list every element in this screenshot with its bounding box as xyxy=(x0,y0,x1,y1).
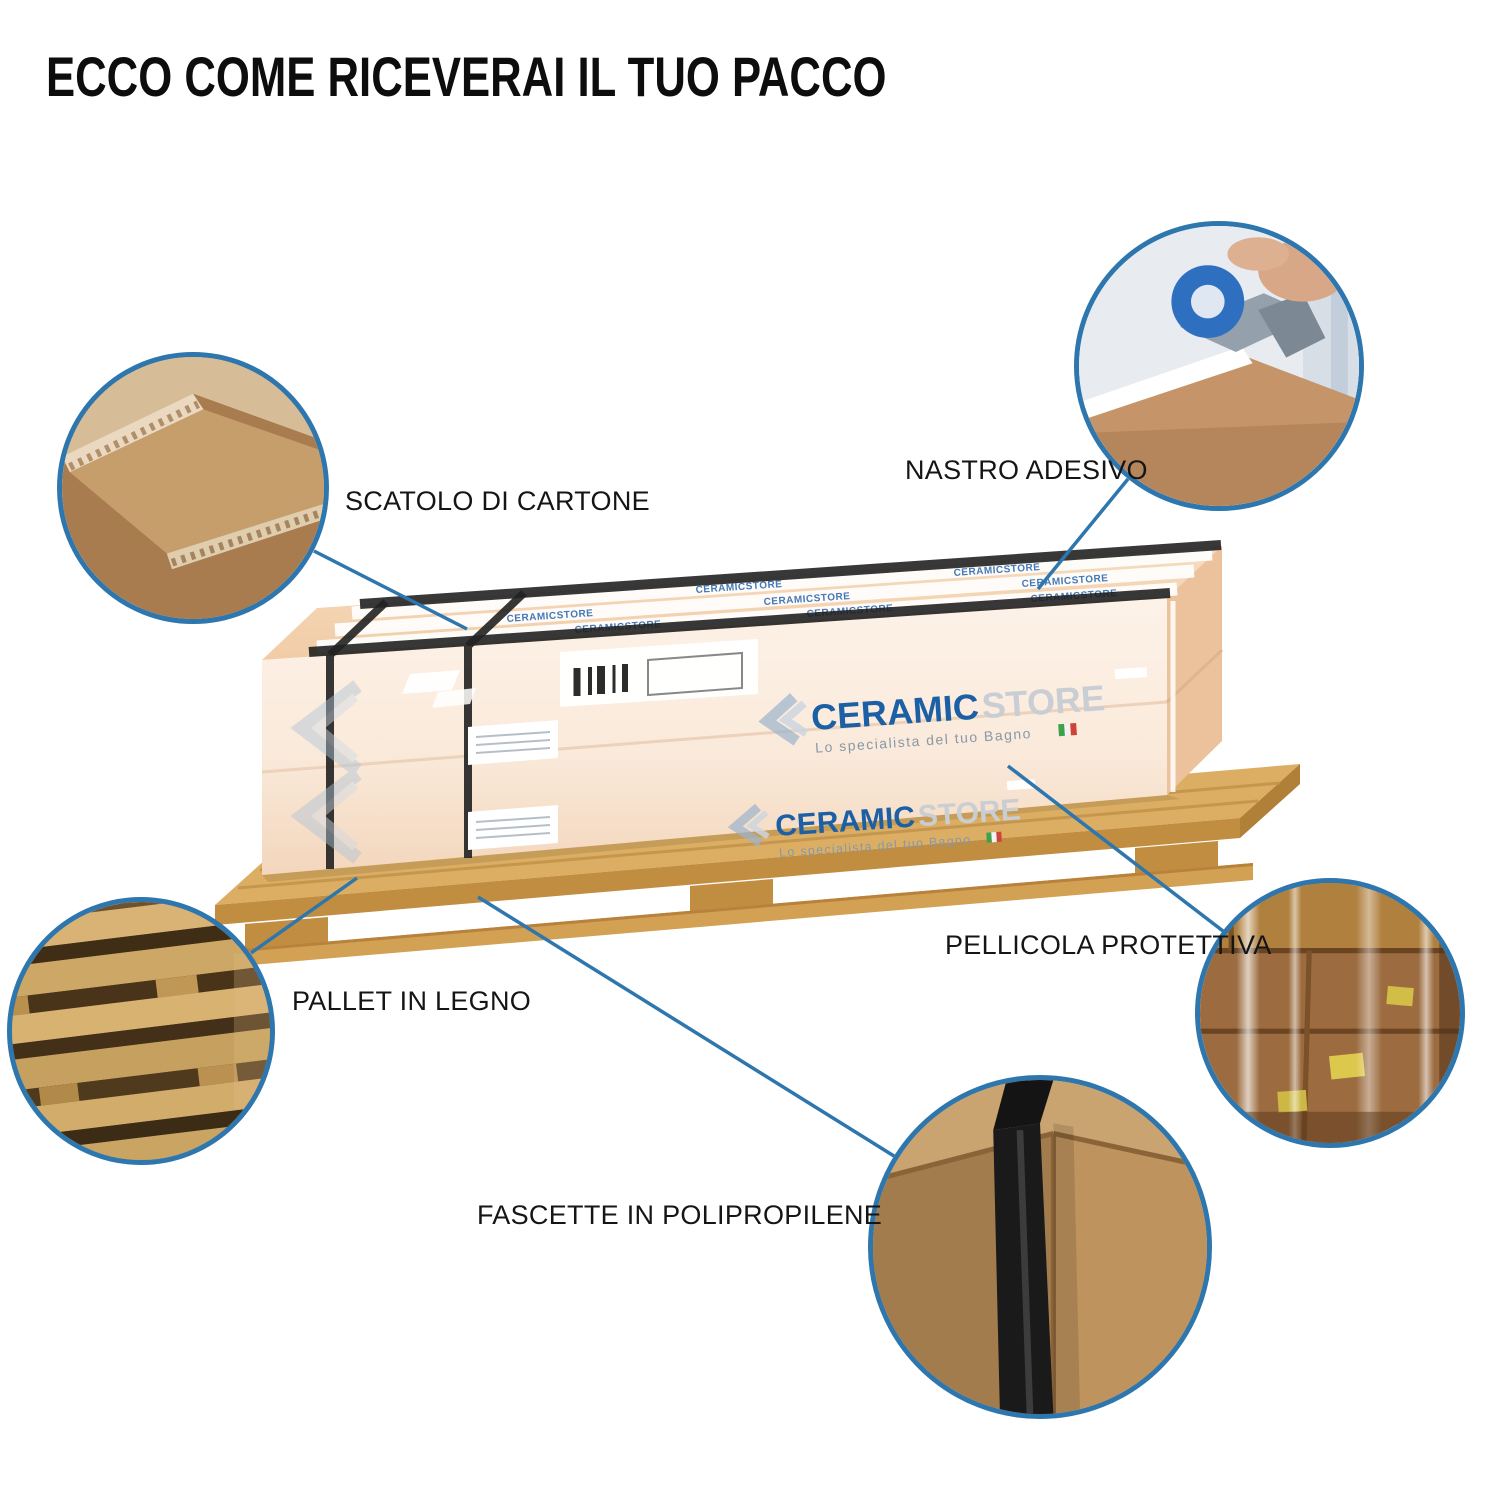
italy-flag-icon xyxy=(986,831,1002,843)
leader-line-pallet xyxy=(249,876,359,955)
callout-photo-pellicola xyxy=(1195,878,1465,1148)
chevron-watermarks xyxy=(290,680,362,864)
leader-line-scatolo xyxy=(313,549,468,631)
callout-label-fascette: FASCETTE IN POLIPROPILENE xyxy=(477,1200,883,1230)
leader-line-nastro xyxy=(1036,477,1130,591)
callout-photo-pallet xyxy=(7,897,275,1165)
leader-line-fascette xyxy=(477,895,895,1158)
box-drawing: CERAMICSTORE CERAMICSTORE CERAMICSTORE C… xyxy=(261,540,1224,875)
box-shadow xyxy=(262,795,1180,882)
shrink-wrap-photo xyxy=(1200,883,1460,1143)
callout-photo-nastro xyxy=(1074,221,1364,511)
callout-label-nastro: NASTRO ADESIVO xyxy=(905,455,1148,485)
wooden-pallet-photo xyxy=(12,902,270,1160)
callout-label-scatolo: SCATOLO DI CARTONE xyxy=(345,486,650,516)
callout-label-pellicola: PELLICOLA PROTETTIVA xyxy=(945,930,1272,960)
leader-line-pellicola xyxy=(1006,764,1225,933)
logo-text-store: STORE xyxy=(980,677,1106,726)
lengthwise-straps xyxy=(308,540,1222,657)
cardboard-corner-photo xyxy=(62,357,324,619)
callout-photo-fascette xyxy=(868,1075,1212,1419)
svg-text:CERAMICSTORE: CERAMICSTORE xyxy=(774,793,1021,843)
logo-text-store: STORE xyxy=(917,793,1022,833)
callout-photo-scatolo xyxy=(57,352,329,624)
page-title: ECCO COME RICEVERAI IL TUO PACCO xyxy=(46,45,887,108)
leader-lines xyxy=(249,477,1225,1158)
italy-flag-icon xyxy=(1058,723,1077,737)
strap-corner-photo xyxy=(873,1080,1207,1414)
callout-label-pallet: PALLET IN LEGNO xyxy=(292,986,532,1016)
svg-text:CERAMICSTORE: CERAMICSTORE xyxy=(810,677,1106,738)
shipping-labels xyxy=(402,670,558,850)
barcode-label xyxy=(560,639,758,707)
